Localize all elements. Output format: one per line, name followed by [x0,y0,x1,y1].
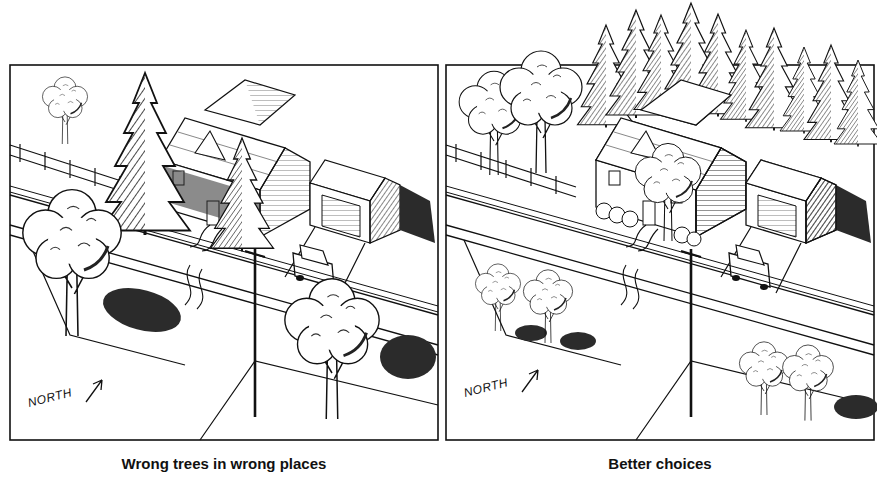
house-scene [10,65,438,440]
tree-shadow [515,325,547,341]
deciduous-tree [523,270,572,343]
shrub [687,232,701,246]
tree-shadow [834,395,877,419]
shrub [622,211,638,227]
garage-side [806,178,836,243]
deciduous-tree [783,345,834,421]
foundation-shrubs [596,203,701,246]
deciduous-tree [42,77,87,144]
tree-shadow [560,332,596,350]
north-arrow [522,370,538,392]
north-arrow [86,380,102,402]
deciduous-tree [635,143,701,241]
conifer-tree [211,138,274,251]
conifer-tree [100,73,190,235]
deciduous-tree [475,264,520,331]
tree-shadow [380,335,436,379]
deciduous-tree [23,190,121,336]
wrong-panel [10,65,438,440]
deciduous-tree [285,279,379,419]
panel-caption: Better choices [608,455,711,472]
deciduous-tree [500,51,582,173]
tree-shadow [98,280,186,339]
conifer-tree [834,60,877,146]
panel-caption: Wrong trees in wrong places [122,455,327,472]
better-panel [446,3,877,440]
north-label: NORTH [26,385,73,409]
deciduous-tree [739,342,788,415]
north-label: NORTH [462,375,509,399]
house-side [696,148,746,237]
house-roof [641,80,731,125]
